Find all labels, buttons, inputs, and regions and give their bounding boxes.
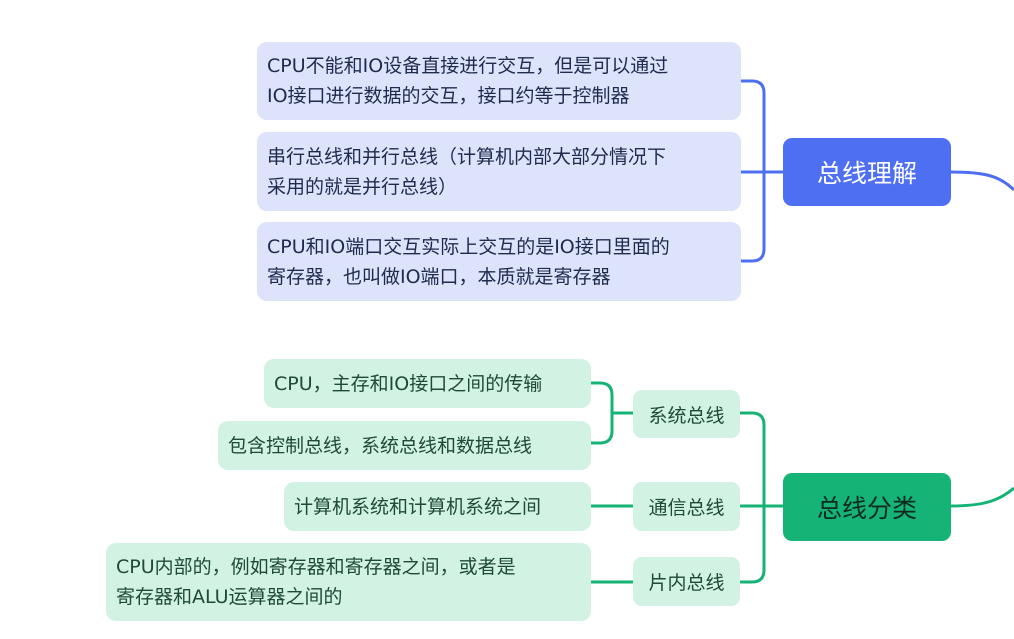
connector-classification-root <box>950 486 1014 508</box>
connector-understanding-root <box>950 170 1014 192</box>
note-cpu-io-interaction[interactable]: CPU不能和IO设备直接进行交互，但是可以通过 IO接口进行数据的交互，接口约等… <box>257 42 741 120</box>
note-line: 计算机系统和计算机系统之间 <box>294 495 542 518</box>
subtopic-communication-bus[interactable]: 通信总线 <box>633 482 740 531</box>
note-line: 寄存器，也叫做IO端口，本质就是寄存器 <box>267 265 611 288</box>
note-line: 包含控制总线，系统总线和数据总线 <box>228 434 533 457</box>
note-line: CPU和IO端口交互实际上交互的是IO接口里面的 <box>267 235 670 258</box>
note-serial-parallel-bus[interactable]: 串行总线和并行总线（计算机内部大部分情况下 采用的就是并行总线） <box>257 132 741 211</box>
subtopic-label: 系统总线 <box>648 404 725 427</box>
topic-label: 总线理解 <box>816 159 917 188</box>
subtopic-system-bus[interactable]: 系统总线 <box>633 390 740 438</box>
note-system-bus-transfer[interactable]: CPU，主存和IO接口之间的传输 <box>264 359 591 408</box>
note-line: CPU不能和IO设备直接进行交互，但是可以通过 <box>267 55 669 77</box>
note-line: IO接口进行数据的交互，接口约等于控制器 <box>267 85 630 107</box>
note-line: 寄存器和ALU运算器之间的 <box>116 586 343 608</box>
note-onchip-bus[interactable]: CPU内部的，例如寄存器和寄存器之间，或者是 寄存器和ALU运算器之间的 <box>106 543 591 621</box>
note-line: 采用的就是并行总线） <box>267 175 458 198</box>
subtopic-onchip-bus[interactable]: 片内总线 <box>633 557 740 606</box>
subtopic-label: 通信总线 <box>648 497 725 519</box>
note-io-port-register[interactable]: CPU和IO端口交互实际上交互的是IO接口里面的 寄存器，也叫做IO端口，本质就… <box>257 222 741 301</box>
topic-label: 总线分类 <box>816 494 917 523</box>
topic-bus-understanding[interactable]: 总线理解 <box>783 138 951 206</box>
topic-bus-classification[interactable]: 总线分类 <box>783 473 951 541</box>
note-system-bus-contents[interactable]: 包含控制总线，系统总线和数据总线 <box>218 421 591 470</box>
connector-classification-bracket <box>740 411 766 584</box>
note-line: CPU，主存和IO接口之间的传输 <box>274 372 543 395</box>
note-line: 串行总线和并行总线（计算机内部大部分情况下 <box>267 145 667 168</box>
note-communication-bus[interactable]: 计算机系统和计算机系统之间 <box>284 482 591 531</box>
note-line: CPU内部的，例如寄存器和寄存器之间，或者是 <box>116 556 516 578</box>
subtopic-label: 片内总线 <box>648 572 725 594</box>
connector-system-bus-notes <box>591 381 614 445</box>
